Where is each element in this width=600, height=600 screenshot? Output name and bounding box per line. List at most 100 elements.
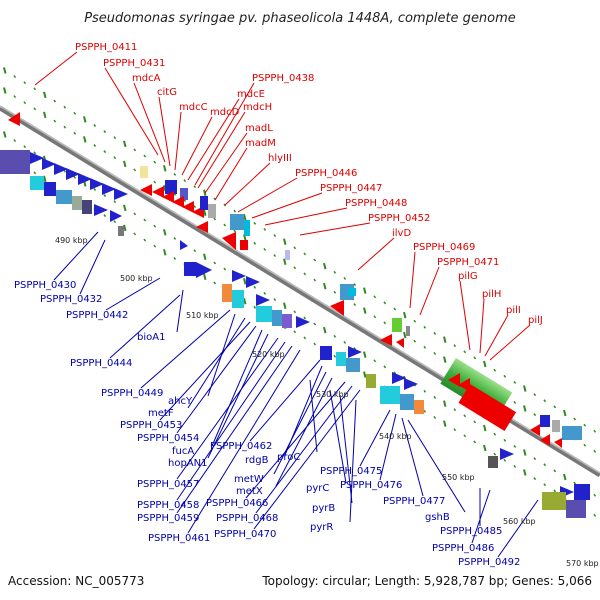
gene-label-top: mdcD xyxy=(210,107,240,118)
guide-dot xyxy=(423,409,427,413)
guide-dot xyxy=(93,124,97,127)
guide-dot xyxy=(393,307,397,311)
gene-block xyxy=(140,166,148,178)
gene-label-bottom: PSPPH_0453 xyxy=(120,420,182,431)
leader-line xyxy=(309,379,318,453)
gene-label-top: ilvD xyxy=(392,228,411,239)
guide-dot xyxy=(263,248,267,251)
leader-line xyxy=(105,277,161,311)
gene-label-bottom: PSPPH_0454 xyxy=(137,433,199,444)
guide-dot xyxy=(593,429,597,433)
guide-dot xyxy=(443,420,447,427)
leader-line xyxy=(253,389,361,530)
guide-dot xyxy=(573,417,577,421)
guide-dot xyxy=(363,287,367,294)
leader-line xyxy=(176,289,184,333)
guide-dot xyxy=(483,360,487,368)
gene-label-bottom: ahcY xyxy=(168,396,193,407)
guide-dot xyxy=(363,307,367,314)
gene-label-bottom: PSPPH_0468 xyxy=(216,513,278,524)
gene-block xyxy=(165,180,177,194)
guide-dot xyxy=(493,432,497,436)
gene-label-top: pilG xyxy=(458,271,478,282)
gene-label-top: PSPPH_0438 xyxy=(252,73,314,84)
guide-dot xyxy=(533,393,537,397)
gene-label-bottom: PSPPH_0442 xyxy=(66,310,128,321)
gene-label-bottom: PSPPH_0485 xyxy=(440,526,502,537)
gene-label-top: PSPPH_0411 xyxy=(75,42,137,53)
guide-dot xyxy=(583,443,587,447)
leader-line xyxy=(419,266,440,316)
guide-dot xyxy=(533,413,537,417)
gene-label-top: citG xyxy=(157,87,177,98)
guide-dot xyxy=(263,228,267,231)
gene-label-bottom: PSPPH_0475 xyxy=(320,466,382,477)
guide-dot xyxy=(113,200,117,204)
guide-dot xyxy=(443,400,447,407)
guide-dot xyxy=(533,477,537,481)
guide-dot xyxy=(303,272,307,276)
guide-dot xyxy=(273,254,277,258)
gene-label-top: PSPPH_0431 xyxy=(103,58,165,69)
guide-dot xyxy=(23,81,27,85)
leader-line xyxy=(251,192,323,219)
gene-label-bottom: hopAN1 xyxy=(168,458,208,469)
guide-dot xyxy=(483,444,487,452)
guide-dot xyxy=(93,188,97,191)
leader-line xyxy=(187,317,246,409)
guide-dot xyxy=(363,351,367,358)
guide-dot xyxy=(383,321,387,325)
guide-dot xyxy=(3,131,7,138)
guide-dot xyxy=(503,374,507,378)
guide-dot xyxy=(523,405,527,412)
gene-label-top: PSPPH_0448 xyxy=(345,198,407,209)
guide-dot xyxy=(13,95,17,99)
guide-dot xyxy=(453,428,457,432)
gene-label-bottom: PSPPH_0486 xyxy=(432,543,494,554)
gene-label-bottom: PSPPH_0432 xyxy=(40,294,102,305)
guide-dot xyxy=(73,111,77,115)
guide-dot xyxy=(313,342,317,346)
guide-dot xyxy=(563,473,567,481)
leader-line xyxy=(264,207,348,226)
gene-features xyxy=(0,112,590,518)
leader-line xyxy=(479,298,485,354)
guide-dot xyxy=(403,311,407,319)
gene-block xyxy=(180,188,188,200)
guide-dot xyxy=(293,266,297,270)
guide-dot xyxy=(323,262,327,270)
guide-dot xyxy=(243,214,247,221)
guide-dot xyxy=(593,449,597,453)
gene-label-top: PSPPH_0452 xyxy=(368,213,430,224)
leader-line xyxy=(329,389,347,484)
guide-dot xyxy=(333,354,337,358)
leader-line xyxy=(255,385,353,514)
gene-label-bottom: rdgB xyxy=(245,455,269,466)
gene-label-bottom: fucA xyxy=(172,446,194,457)
guide-dot xyxy=(263,292,267,295)
leader-line xyxy=(249,359,321,442)
guide-dot xyxy=(463,434,467,438)
guide-dot xyxy=(123,204,127,212)
tick-label: 490 kbp xyxy=(55,236,88,245)
gene-label-bottom: metF xyxy=(148,408,174,419)
guide-dot xyxy=(273,234,277,238)
tick-label: 510 kbp xyxy=(186,311,219,320)
guide-dot xyxy=(543,463,547,467)
guide-dot xyxy=(323,326,327,334)
guide-dot xyxy=(333,270,337,274)
guide-dot xyxy=(113,220,117,224)
guide-dot xyxy=(63,125,67,129)
gene-label-top: PSPPH_0471 xyxy=(437,257,499,268)
guide-dot xyxy=(593,513,597,517)
guide-dot xyxy=(203,209,207,217)
leader-line xyxy=(204,132,248,194)
guide-dot xyxy=(63,105,67,109)
guide-dot xyxy=(163,165,167,172)
guide-dot xyxy=(253,285,257,289)
leader-line xyxy=(497,499,539,558)
guide-dot xyxy=(233,209,237,213)
